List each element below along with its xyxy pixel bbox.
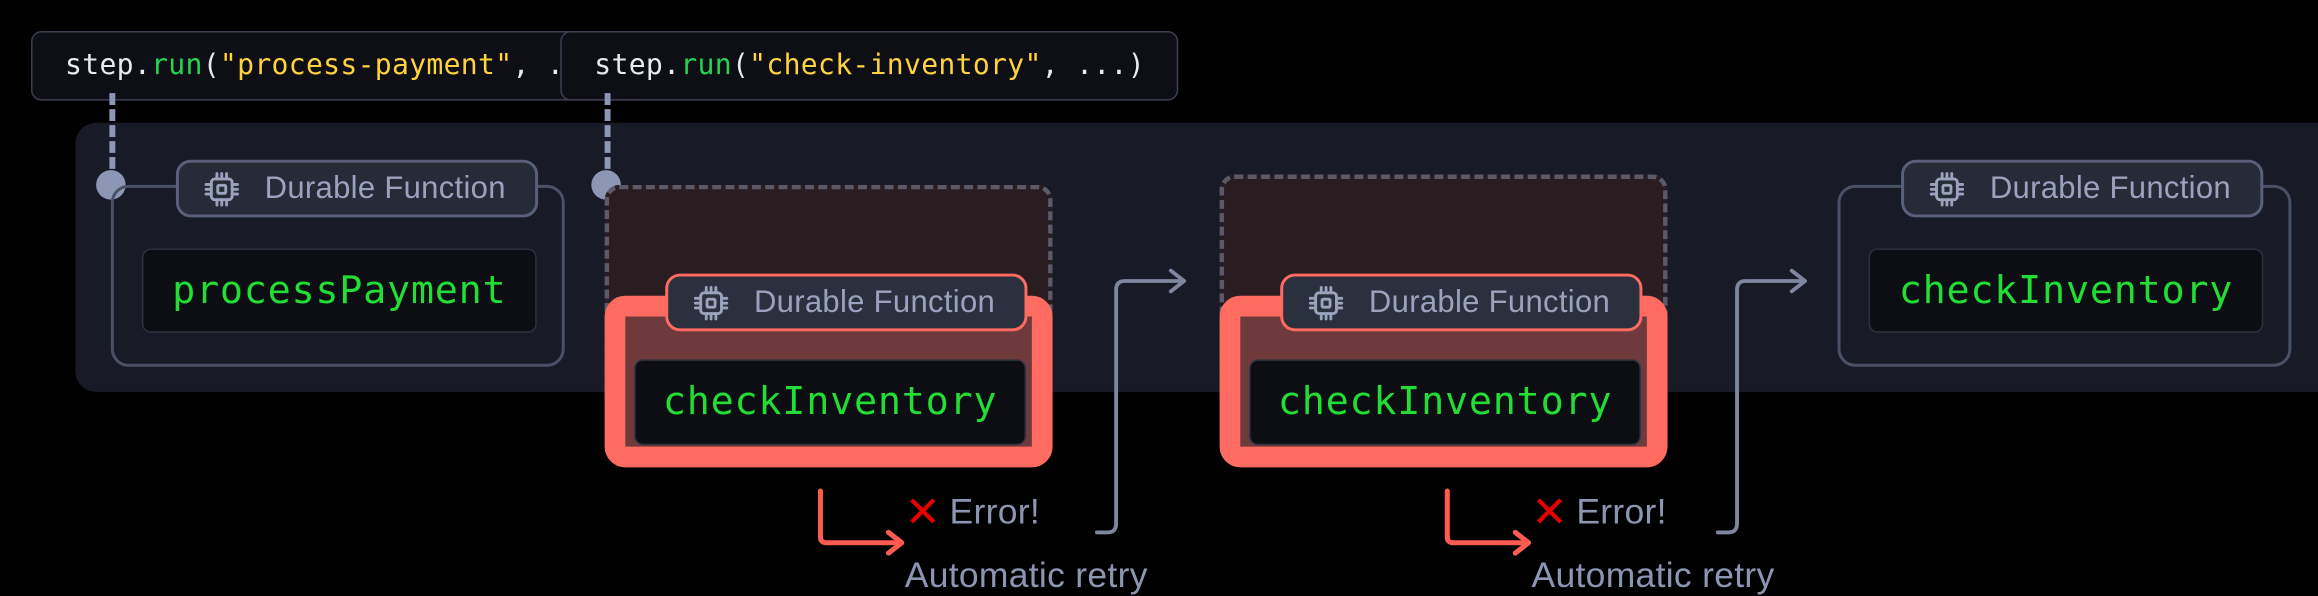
function-name-check-inventory-2: checkInventory [1277,380,1613,425]
durable-function-badge-label-2: Durable Function [753,285,996,320]
code-label-check-inventory[interactable]: step.run("check-inventory", ...) [560,31,1179,101]
error-note-1: ✕ Error! Automatic retry [904,486,1148,596]
function-box-check-inventory-2: checkInventory [1249,359,1641,446]
error-note-2: ✕ Error! Automatic retry [1531,486,1775,596]
cpu-icon [203,169,241,207]
code-token-dot: . [663,48,681,82]
code-token-rest: , ...) [1041,48,1145,82]
durable-function-badge-4: Durable Function [1901,159,2264,218]
error-x-icon: ✕ [1531,486,1568,537]
error-x-icon: ✕ [904,486,941,537]
error-label-1: Error! [949,491,1041,532]
code-token-string: "process-payment" [219,48,513,82]
code-token-paren: ( [202,48,220,82]
code-token-paren: ( [731,48,750,82]
cpu-icon [692,283,730,321]
cpu-icon [1928,169,1966,207]
function-box-process-payment: processPayment [141,248,537,333]
code-token-dot: . [133,48,152,82]
durable-function-badge-label-3: Durable Function [1368,285,1611,320]
automatic-retry-label-2: Automatic retry [1531,556,1775,596]
code-token-object: step [65,48,134,82]
durable-function-badge-1: Durable Function [175,159,539,218]
code-label-process-payment[interactable]: step.run("process-payment", ...) [31,31,650,101]
connector-dashed-line-2 [604,93,611,185]
function-box-check-inventory-1: checkInventory [634,359,1026,446]
code-token-string: "check-inventory" [749,48,1042,82]
retry-arrow-2 [1715,268,1807,535]
function-name-check-inventory-1: checkInventory [662,380,998,425]
function-name-process-payment: processPayment [172,268,507,313]
retry-arrow-1 [1094,268,1187,535]
function-box-check-inventory-3: checkInventory [1868,248,2264,333]
durable-function-badge-label-1: Durable Function [264,171,506,206]
durable-function-badge-3: Durable Function [1280,273,1643,332]
function-name-check-inventory-3: checkInventory [1898,268,2234,313]
error-label-2: Error! [1576,491,1667,532]
cpu-icon [1307,283,1345,321]
connector-dashed-line-1 [109,93,116,185]
durable-function-badge-label-4: Durable Function [1989,171,2231,206]
code-token-object: step [594,48,664,82]
error-arrow-1 [817,488,905,556]
durable-function-badge-2: Durable Function [665,273,1028,332]
code-token-method: run [151,48,203,82]
error-arrow-2 [1444,488,1532,556]
automatic-retry-label-1: Automatic retry [904,556,1148,596]
code-token-method: run [680,48,732,82]
